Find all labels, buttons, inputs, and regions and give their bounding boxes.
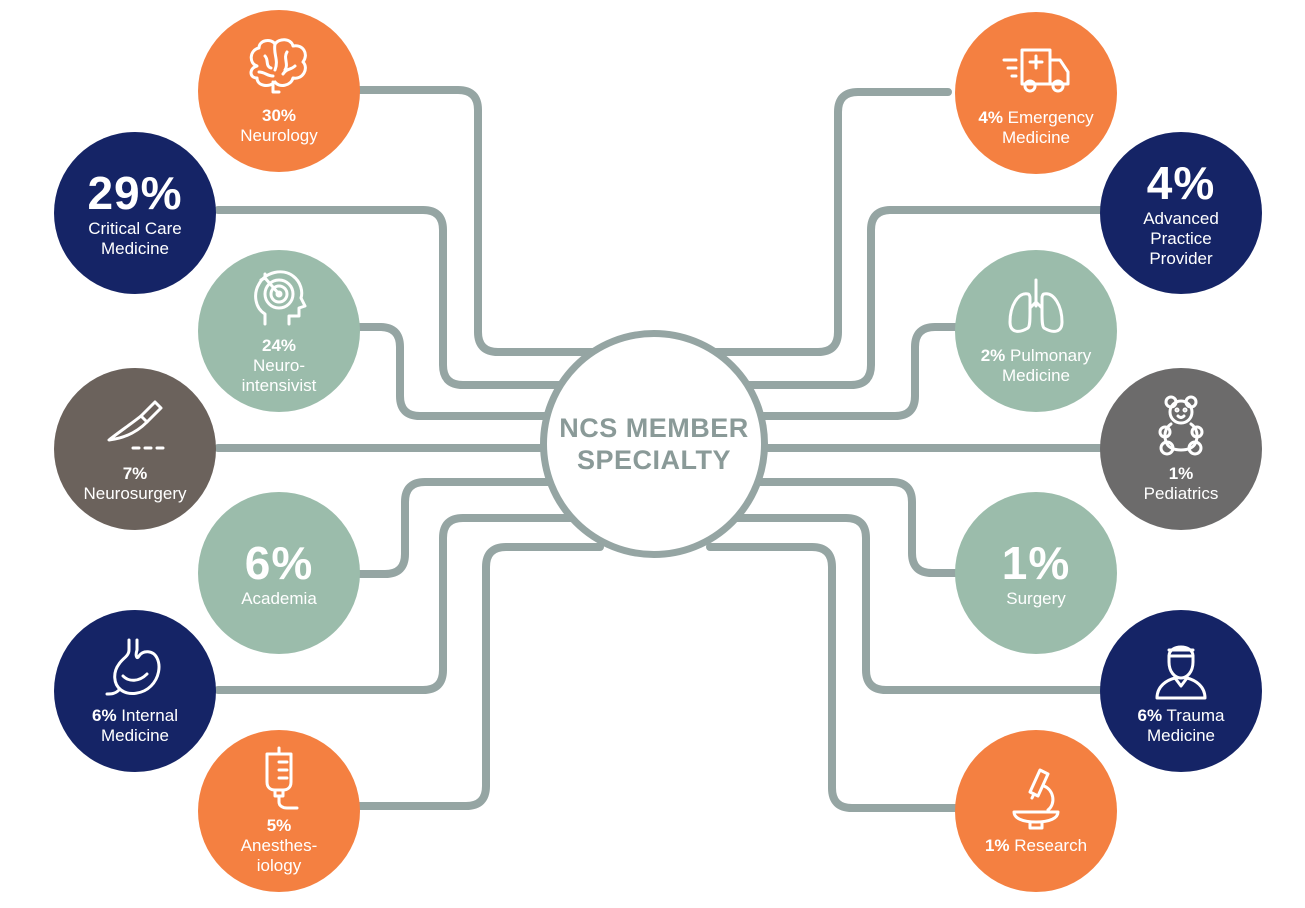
teddy-bear-icon	[1145, 394, 1217, 458]
node-trauma-medicine: 6% Trauma Medicine	[1100, 610, 1262, 772]
neurology-percent: 30%	[261, 106, 297, 125]
stomach-icon	[99, 636, 171, 700]
ambulance-icon	[1000, 38, 1072, 102]
app-label-line3: Provider	[1149, 249, 1213, 268]
node-pulmonary-medicine: 2% Pulmonary Medicine	[955, 250, 1117, 412]
pulmonary-label-line2: Medicine	[1001, 366, 1071, 385]
neuro-intensivist-percent: 24%	[261, 336, 297, 355]
pulmonary-label-line1: Pulmonary	[1005, 346, 1092, 365]
app-label-line1: Advanced	[1143, 209, 1219, 228]
brain-icon	[243, 36, 315, 100]
critical-care-label-line2: Medicine	[100, 239, 170, 258]
lungs-icon	[1000, 276, 1072, 340]
node-critical-care-medicine: 29% Critical Care Medicine	[54, 132, 216, 294]
neuro-intensivist-label-line2: intensivist	[241, 376, 317, 395]
connector-app	[731, 206, 1104, 389]
connector-neurology	[356, 86, 604, 356]
trauma-label-line1: Trauma	[1162, 706, 1225, 725]
node-internal-medicine: 6% Internal Medicine	[54, 610, 216, 772]
scalpel-icon	[99, 394, 171, 458]
internal-medicine-percent: 6%	[91, 706, 117, 725]
internal-medicine-label-line2: Medicine	[100, 726, 170, 745]
connector-trauma	[731, 514, 1104, 694]
center-title: NCS MEMBER SPECIALTY	[559, 413, 749, 475]
node-academia: 6% Academia	[198, 492, 360, 654]
connector-internal-medicine	[214, 514, 579, 694]
neurosurgery-label: Neurosurgery	[83, 484, 187, 503]
research-label: Research	[1009, 836, 1088, 855]
node-neurosurgery: 7% Neurosurgery	[54, 368, 216, 530]
academia-percent: 6%	[244, 537, 314, 589]
node-research: 1% Research	[955, 730, 1117, 892]
iv-bag-icon	[243, 746, 315, 810]
pediatrics-label: Pediatrics	[1143, 484, 1219, 503]
node-surgery: 1% Surgery	[955, 492, 1117, 654]
node-advanced-practice-provider: 4% Advanced Practice Provider	[1100, 132, 1262, 294]
connector-academia	[356, 478, 554, 578]
internal-medicine-label-line1: Internal	[116, 706, 178, 725]
node-neurology: 30% Neurology	[198, 10, 360, 172]
trauma-percent: 6%	[1137, 706, 1163, 725]
surgery-percent: 1%	[1001, 537, 1071, 589]
trauma-label-line2: Medicine	[1146, 726, 1216, 745]
emergency-percent: 4%	[978, 108, 1003, 127]
node-neuro-intensivist: 24% Neuro- intensivist	[198, 250, 360, 412]
research-percent: 1%	[984, 836, 1010, 855]
target-head-icon	[243, 266, 315, 330]
neuro-intensivist-label-line1: Neuro-	[253, 356, 305, 375]
academia-label: Academia	[241, 589, 317, 608]
connector-emergency	[706, 88, 952, 356]
surgery-label: Surgery	[1006, 589, 1066, 608]
neurosurgery-percent: 7%	[122, 464, 148, 483]
neurology-label: Neurology	[240, 126, 318, 145]
app-label-line2: Practice	[1150, 229, 1212, 248]
anesthesiology-label-line1: Anesthes-	[240, 836, 318, 855]
node-pediatrics: 1% Pediatrics	[1100, 368, 1262, 530]
connector-anesthesiology	[356, 543, 604, 810]
connector-research	[706, 543, 959, 812]
microscope-icon	[1000, 766, 1072, 830]
anesthesiology-label-line2: iology	[256, 856, 302, 875]
connector-pulmonary	[756, 323, 959, 420]
anesthesiology-percent: 5%	[266, 816, 292, 835]
center-hub: NCS MEMBER SPECIALTY	[540, 330, 768, 558]
critical-care-label-line1: Critical Care	[88, 219, 182, 238]
emergency-label-line1: Emergency	[1002, 108, 1094, 127]
connector-neuro-intensivist	[356, 323, 554, 420]
connector-surgery	[756, 478, 959, 577]
app-percent: 4%	[1146, 157, 1216, 209]
node-emergency-medicine: 4% Emergency Medicine	[955, 12, 1117, 174]
connector-critical-care	[214, 206, 579, 389]
pediatrics-percent: 1%	[1168, 464, 1194, 483]
emergency-label-line2: Medicine	[1001, 128, 1071, 147]
pulmonary-percent: 2%	[980, 346, 1006, 365]
critical-care-percent: 29%	[87, 167, 183, 219]
injured-person-icon	[1145, 636, 1217, 700]
node-anesthesiology: 5% Anesthes- iology	[198, 730, 360, 892]
